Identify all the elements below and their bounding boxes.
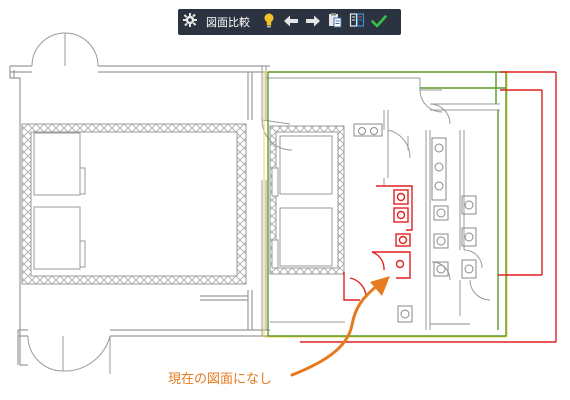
toilet-fixtures [353,123,477,325]
previous-difference-button[interactable] [280,11,302,33]
bottom-double-door [27,335,111,374]
check-icon [371,13,387,32]
new-drawing-lines [267,71,507,337]
drawing-compare-button[interactable]: 図面比較 [182,11,258,33]
clipboard-icon [327,12,343,32]
hint-button[interactable] [258,11,280,33]
lightbulb-icon [262,12,276,32]
annotation-arrow [290,276,390,377]
arrow-left-icon [283,13,299,32]
compare-toolbar: 図面比較 [178,9,401,35]
right-elevator-core [269,125,345,275]
building-walls [9,65,270,366]
gear-icon [182,12,204,32]
split-compare-icon [349,12,365,32]
arrow-right-icon [305,13,321,32]
finish-compare-button[interactable] [368,11,390,33]
copy-drawing-button[interactable] [324,11,346,33]
compare-label: 図面比較 [206,16,250,29]
next-difference-button[interactable] [302,11,324,33]
left-elevator-core [21,123,247,285]
annotation-label: 現在の図面になし [168,372,273,387]
top-double-door [31,32,99,67]
side-by-side-button[interactable] [346,11,368,33]
